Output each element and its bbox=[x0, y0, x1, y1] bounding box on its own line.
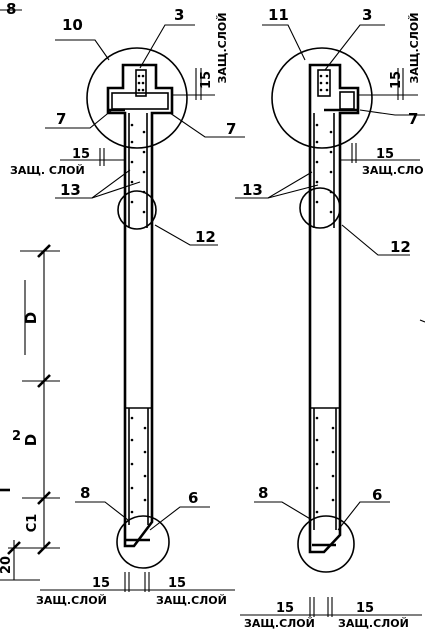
right-leader-12 bbox=[341, 224, 410, 256]
right-callout-8: 8 bbox=[258, 484, 268, 502]
right-callout-11: 11 bbox=[268, 6, 289, 24]
left-detail-circle-bottom bbox=[116, 515, 170, 569]
dim-upper-span: D bbox=[22, 312, 40, 324]
right-leader-11 bbox=[262, 24, 306, 61]
left-leader-3 bbox=[139, 24, 195, 69]
dim-end-span: C1 bbox=[25, 514, 40, 533]
left-cover-bottom-right-value: 15 bbox=[168, 576, 186, 591]
left-cover-top-label: ЗАЩ.СЛОЙ bbox=[216, 13, 229, 84]
dim-tick-2 bbox=[37, 374, 51, 388]
dim-edge-mark-top: 2 bbox=[12, 429, 21, 444]
right-callout-12: 12 bbox=[390, 238, 411, 256]
left-callout-12: 12 bbox=[195, 228, 216, 246]
left-cover-left-label: ЗАЩ. СЛОЙ bbox=[10, 164, 85, 177]
dim-lower-span: D bbox=[22, 434, 40, 446]
left-leader-7-left bbox=[45, 109, 113, 129]
left-cover-top-value: 15 bbox=[199, 71, 214, 89]
left-detail-circle-mid bbox=[117, 190, 157, 230]
right-detail-circle-bottom bbox=[297, 515, 355, 573]
dim-tick-1 bbox=[37, 244, 51, 258]
right-top-rebar-dots bbox=[319, 74, 329, 92]
right-cover-right-label: ЗАЩ.СЛО bbox=[362, 164, 424, 177]
left-callout-7-right: 7 bbox=[226, 120, 236, 138]
right-top-rebar bbox=[317, 69, 331, 97]
right-cover-right-value: 15 bbox=[376, 147, 394, 162]
left-leader-8 bbox=[75, 501, 129, 521]
right-column-outline bbox=[308, 63, 360, 554]
left-leader-12 bbox=[154, 224, 218, 246]
left-callout-13: 13 bbox=[60, 181, 81, 199]
dim-edge: 20 bbox=[0, 556, 14, 574]
left-cover-left-value: 15 bbox=[72, 147, 90, 162]
corner-mark: 8 bbox=[6, 0, 16, 18]
right-callout-13: 13 bbox=[242, 181, 263, 199]
left-top-rebar-dots bbox=[137, 74, 145, 92]
left-mid-rebar-dots bbox=[130, 123, 146, 214]
left-callout-7-left: 7 bbox=[56, 110, 66, 128]
right-detail-circle-mid bbox=[299, 187, 341, 229]
dim-edge-tick bbox=[7, 541, 21, 555]
right-cross-stub bbox=[339, 91, 355, 110]
right-callout-3: 3 bbox=[362, 6, 372, 24]
right-cover-bottom-left-label: ЗАЩ.СЛОЙ bbox=[244, 617, 315, 630]
left-column-drawing bbox=[40, 24, 245, 592]
right-edge-tick bbox=[419, 319, 425, 323]
left-detail-circle-top bbox=[86, 47, 188, 149]
left-callout-6: 6 bbox=[188, 489, 198, 507]
left-leader-7-right bbox=[169, 112, 245, 138]
right-cover-top-value: 15 bbox=[389, 71, 404, 89]
left-leader-6 bbox=[149, 506, 210, 531]
right-leader-7 bbox=[359, 109, 425, 116]
right-leader-3 bbox=[324, 24, 385, 71]
right-detail-circle-top bbox=[271, 47, 373, 149]
left-cover-bottom-left-label: ЗАЩ.СЛОЙ bbox=[36, 594, 107, 607]
right-cover-bottom-right-label: ЗАЩ.СЛОЙ bbox=[338, 617, 409, 630]
right-leader-8 bbox=[254, 501, 313, 521]
right-callout-7: 7 bbox=[408, 110, 418, 128]
left-cover-bottom-left-value: 15 bbox=[92, 576, 110, 591]
left-callout-8: 8 bbox=[80, 484, 90, 502]
right-lower-rebar-dots bbox=[315, 416, 335, 514]
dim-tick-3 bbox=[37, 491, 51, 505]
left-top-rebar bbox=[135, 69, 147, 97]
dim-tick-4 bbox=[37, 541, 51, 555]
dimension-chain bbox=[0, 9, 60, 581]
right-callout-6: 6 bbox=[372, 486, 382, 504]
right-mid-rebar-dots bbox=[315, 123, 333, 214]
left-leader-13b bbox=[91, 181, 141, 199]
right-leader-6 bbox=[337, 501, 390, 531]
left-leader-10 bbox=[55, 39, 110, 61]
left-cover-bottom-right-label: ЗАЩ.СЛОЙ bbox=[156, 594, 227, 607]
left-column-outline bbox=[106, 63, 174, 548]
right-leader-13b bbox=[267, 184, 319, 199]
left-callout-3: 3 bbox=[174, 6, 184, 24]
left-callout-10: 10 bbox=[62, 16, 83, 34]
right-column-drawing bbox=[235, 24, 425, 617]
right-cover-bottom-right-value: 15 bbox=[356, 601, 374, 616]
left-lower-rebar-dots bbox=[130, 416, 147, 514]
right-cover-top-label: ЗАЩ.СЛОЙ bbox=[408, 13, 421, 84]
left-cross-beam bbox=[111, 92, 169, 110]
right-cover-bottom-left-value: 15 bbox=[276, 601, 294, 616]
